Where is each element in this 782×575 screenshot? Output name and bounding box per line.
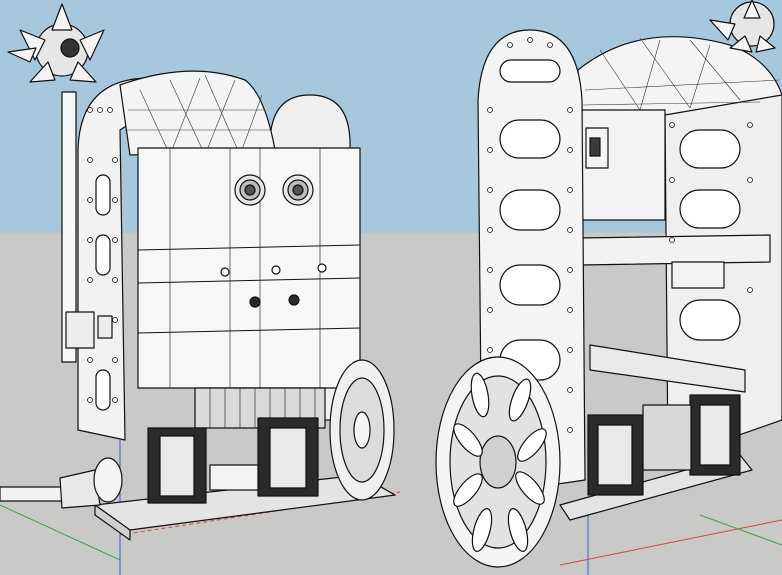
drive-wheel [329,359,395,501]
led-indicator-right [288,294,300,306]
dome-cover [119,70,276,156]
axis-guides [0,440,782,575]
base-tray-front [94,504,131,541]
upper-rails [589,344,746,393]
mace-ball [7,3,105,83]
eye-sensor-left [234,174,266,206]
shelf-platform [579,234,771,266]
motor-driver-block [209,464,259,491]
axis-red-line [119,491,401,536]
mace-ball-rear [709,0,776,53]
axle-shaft [0,457,123,509]
eye-sensor-right [282,174,314,206]
dome-cover-rear [577,36,782,116]
axis-green-line [0,504,121,561]
led-indicator-left [249,296,261,308]
robot-front-view [0,3,396,541]
mace-arm [61,91,77,363]
robot-rear-view [435,0,782,568]
axis-red-line-2 [559,519,782,566]
frame-slots-front [95,174,111,411]
dome-mesh [125,74,272,156]
axis-green-line-2 [699,514,782,546]
spoked-wheel [435,356,561,568]
dome-mesh-rear [582,37,781,111]
motor-mount-block [642,404,692,471]
